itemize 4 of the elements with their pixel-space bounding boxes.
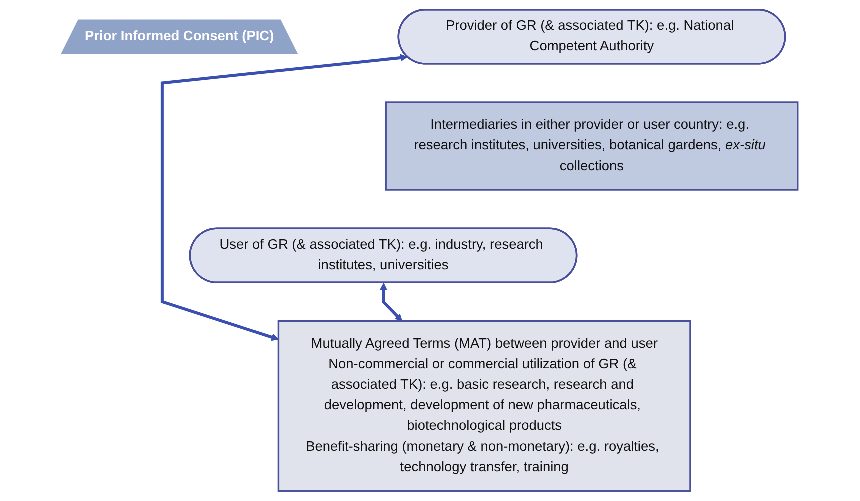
node-box: Mutually Agreed Terms (MAT) between provider and user Non-commercial or commercial utilization of GR (& associated TK): e.g. basic research, research and development, development of new pharmaceuticals, biotechnological products Benefit-sharing (monetary & non-monetary): e.g. royalties, technology transfer, training — [278, 320, 692, 492]
arrow — [380, 283, 403, 322]
node-box: Intermediaries in either provider or user country: e.g. research institutes, universities, botanical gardens, ex-situ collections — [385, 102, 799, 191]
arrow — [161, 54, 408, 342]
